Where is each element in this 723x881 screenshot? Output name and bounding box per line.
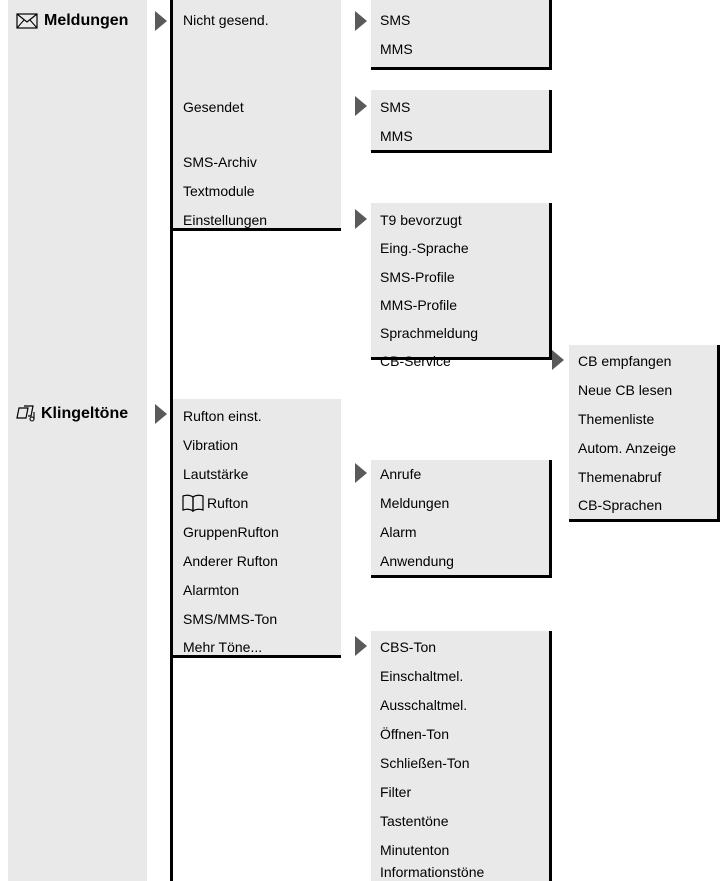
mehr-toene-submenu-edge bbox=[549, 631, 552, 881]
menu-item-textmodule[interactable]: Textmodule bbox=[183, 183, 255, 199]
arrow-einstellungen bbox=[355, 209, 367, 229]
klingeltoene-items-bottom bbox=[173, 655, 341, 658]
lautstaerke-submenu-edge bbox=[549, 460, 552, 578]
einstellungen-submenu-bottom bbox=[371, 357, 552, 360]
menu-item-alarmton[interactable]: Alarmton bbox=[183, 582, 240, 598]
arrow-gesendet bbox=[355, 96, 367, 116]
meldungen-items-bottom bbox=[173, 228, 341, 231]
menu-item-rufton[interactable]: Rufton bbox=[207, 495, 249, 511]
submenu-item-mms[interactable]: MMS bbox=[380, 128, 413, 144]
main-menu-panel bbox=[8, 0, 147, 881]
gesendet-submenu bbox=[371, 90, 549, 150]
menu-item-lautstaerke[interactable]: Lautstärke bbox=[183, 466, 249, 482]
arrow-meldungen bbox=[155, 11, 167, 31]
menu-item-vibration[interactable]: Vibration bbox=[183, 437, 239, 453]
submenu-item-autom-anzeige[interactable]: Autom. Anzeige bbox=[578, 440, 677, 456]
arrow-klingeltoene bbox=[155, 404, 167, 424]
submenu-item-sms[interactable]: SMS bbox=[380, 12, 411, 28]
submenu-item-cb-service[interactable]: CB-Service bbox=[380, 353, 451, 369]
submenu-item-einschaltmel[interactable]: Einschaltmel. bbox=[380, 668, 464, 684]
meldungen-items-panel bbox=[173, 0, 341, 228]
submenu-item-oeffnen-ton[interactable]: Öffnen-Ton bbox=[380, 726, 450, 742]
submenu-item-themenliste[interactable]: Themenliste bbox=[578, 411, 655, 427]
submenu-item-cbs-ton[interactable]: CBS-Ton bbox=[380, 639, 437, 655]
gesendet-submenu-edge bbox=[549, 90, 552, 153]
submenu-item-sms-profile[interactable]: SMS-Profile bbox=[380, 269, 455, 285]
klingeltoene-items-panel bbox=[173, 399, 341, 655]
submenu-item-ausschaltmel[interactable]: Ausschaltmel. bbox=[380, 697, 468, 713]
submenu-item-filter[interactable]: Filter bbox=[380, 784, 412, 800]
submenu-item-minutenton[interactable]: Minutenton bbox=[380, 842, 450, 858]
menu-item-nicht-gesendet[interactable]: Nicht gesend. bbox=[183, 12, 269, 28]
submenu-item-t9-bevorzugt[interactable]: T9 bevorzugt bbox=[380, 212, 462, 228]
ringtone-icon bbox=[16, 404, 38, 427]
submenu-item-cb-empfangen[interactable]: CB empfangen bbox=[578, 353, 672, 369]
submenu-item-neue-cb-lesen[interactable]: Neue CB lesen bbox=[578, 382, 673, 398]
submenu-item-schliessen-ton[interactable]: Schließen-Ton bbox=[380, 755, 470, 771]
arrow-mehr-toene bbox=[355, 636, 367, 656]
arrow-lautstaerke bbox=[355, 463, 367, 483]
einstellungen-submenu bbox=[371, 203, 549, 357]
menu-item-einstellungen[interactable]: Einstellungen bbox=[183, 212, 268, 228]
menu-klingeltoene[interactable]: Klingeltöne bbox=[41, 405, 129, 422]
submenu-item-informationstoene[interactable]: Informationstöne bbox=[380, 864, 485, 880]
einstellungen-submenu-edge bbox=[549, 203, 552, 360]
menu-item-sms-archiv[interactable]: SMS-Archiv bbox=[183, 154, 257, 170]
submenu-item-alarm[interactable]: Alarm bbox=[380, 524, 417, 540]
nicht-gesendet-submenu-bottom bbox=[371, 67, 552, 70]
mehr-toene-submenu bbox=[371, 631, 549, 881]
nicht-gesendet-submenu-edge bbox=[549, 0, 552, 70]
lautstaerke-submenu-bottom bbox=[371, 575, 552, 578]
submenu-item-eing-sprache[interactable]: Eing.-Sprache bbox=[380, 240, 469, 256]
arrow-cb-service bbox=[552, 350, 564, 370]
nicht-gesendet-submenu bbox=[371, 0, 549, 67]
menu-item-anderer-rufton[interactable]: Anderer Rufton bbox=[183, 553, 278, 569]
submenu-item-cb-sprachen[interactable]: CB-Sprachen bbox=[578, 497, 663, 513]
book-icon bbox=[182, 494, 204, 517]
menu-meldungen[interactable]: Meldungen bbox=[44, 12, 129, 29]
submenu-item-mms[interactable]: MMS bbox=[380, 41, 413, 57]
submenu-item-themenabruf[interactable]: Themenabruf bbox=[578, 469, 662, 485]
submenu-item-tastentoene[interactable]: Tastentöne bbox=[380, 813, 449, 829]
cb-service-submenu-edge bbox=[717, 345, 720, 522]
submenu-item-sms[interactable]: SMS bbox=[380, 99, 411, 115]
menu-item-rufton-einst[interactable]: Rufton einst. bbox=[183, 408, 262, 424]
submenu-item-anrufe[interactable]: Anrufe bbox=[380, 466, 422, 482]
menu-item-gruppenrufton[interactable]: GruppenRufton bbox=[183, 524, 279, 540]
column-divider-1 bbox=[170, 0, 173, 881]
gesendet-submenu-bottom bbox=[371, 150, 552, 153]
cb-service-submenu-bottom bbox=[569, 519, 720, 522]
menu-item-sms-mms-ton[interactable]: SMS/MMS-Ton bbox=[183, 611, 278, 627]
menu-item-gesendet[interactable]: Gesendet bbox=[183, 99, 244, 115]
cb-service-submenu bbox=[569, 345, 717, 519]
arrow-nicht-gesendet bbox=[355, 11, 367, 31]
submenu-item-meldungen[interactable]: Meldungen bbox=[380, 495, 450, 511]
submenu-item-sprachmeldung[interactable]: Sprachmeldung bbox=[380, 325, 479, 341]
lautstaerke-submenu bbox=[371, 460, 549, 575]
menu-item-mehr-toene[interactable]: Mehr Töne... bbox=[183, 639, 263, 655]
envelope-icon bbox=[16, 13, 38, 34]
submenu-item-anwendung[interactable]: Anwendung bbox=[380, 553, 454, 569]
submenu-item-mms-profile[interactable]: MMS-Profile bbox=[380, 297, 458, 313]
